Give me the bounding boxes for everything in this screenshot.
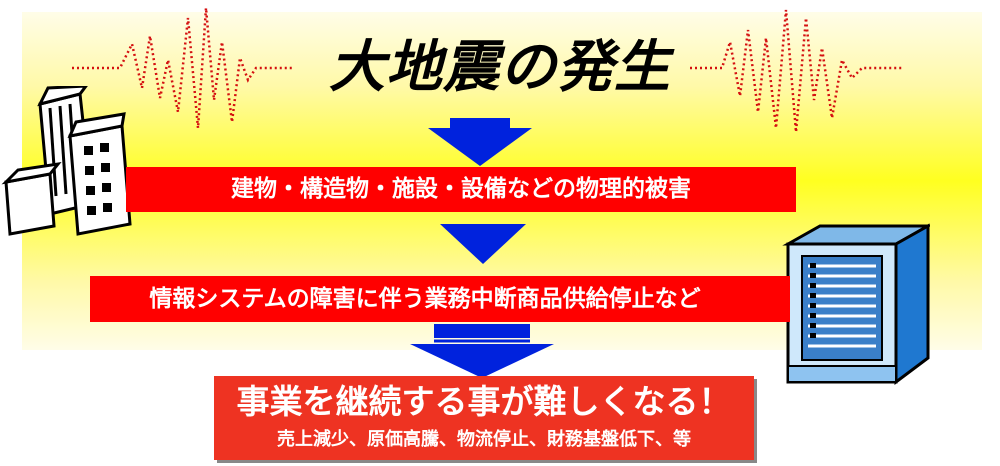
- building-icon: [1, 86, 132, 236]
- seismic-wave-left: [72, 7, 292, 129]
- page-title: 大地震の発生: [329, 35, 671, 100]
- disruption-bar: [90, 276, 790, 322]
- arrow-down-3: [410, 324, 554, 378]
- seismic-wave-right: [690, 9, 902, 133]
- arrow-down-2: [440, 224, 526, 264]
- server-icon: [782, 223, 930, 385]
- damage-bar: [126, 167, 796, 212]
- damage-text: 建物・構造物・施設・設備などの物理的被害: [231, 176, 691, 202]
- disruption-text: 情報システムの障害に伴う業務中断商品供給停止など: [149, 286, 701, 312]
- result-sub-text: 売上減少、原価高騰、物流停止、財務基盤低下、等: [277, 429, 691, 450]
- arrow-down-1: [428, 118, 532, 166]
- result-main-text: 事業を継続する事が難しくなる！: [236, 382, 732, 421]
- result-box: [214, 376, 754, 460]
